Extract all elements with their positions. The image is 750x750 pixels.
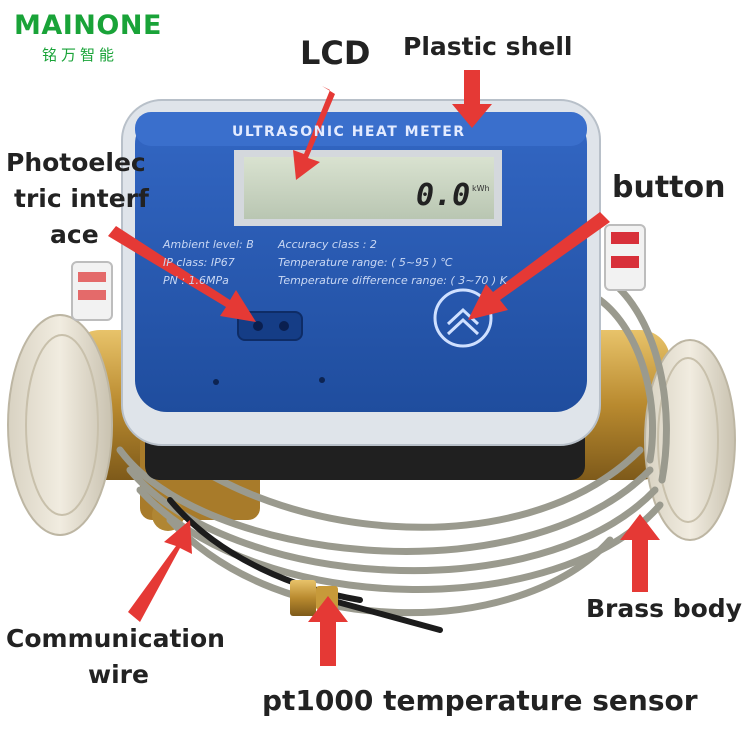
arrow-pt1000 [308, 596, 348, 666]
callout-communication-1: Communication [6, 624, 225, 653]
arrow-communication [128, 520, 192, 622]
arrow-lcd [293, 86, 335, 180]
callout-photoelectric-1: Photoelec [6, 148, 146, 177]
lcd-reading: 0.0 [416, 178, 471, 213]
temperature-difference-text: Temperature difference range: ( 3~70 ) K [278, 274, 507, 287]
ip-class-text: IP class: IP67 [163, 256, 235, 269]
button-symbol [433, 288, 493, 348]
arrow-brass-body [620, 514, 660, 592]
panel-title: ULTRASONIC HEAT METER [232, 124, 466, 140]
callout-plastic-shell: Plastic shell [403, 32, 573, 61]
brand-subtitle: 铭万智能 [42, 46, 119, 64]
screw-dot-left [213, 379, 219, 385]
right-connector [604, 224, 646, 291]
left-end-cap [7, 314, 113, 536]
lcd-unit: kWh [472, 184, 490, 193]
brand-logo: MAINONE [14, 10, 162, 41]
callout-photoelectric-3: ace [50, 220, 99, 249]
right-end-cap [644, 339, 736, 541]
left-connector [71, 261, 113, 321]
arrow-button [468, 212, 610, 320]
callout-button: button [612, 170, 726, 205]
accuracy-class-text: Accuracy class : 2 [278, 238, 377, 251]
callout-lcd: LCD [300, 34, 371, 72]
callout-photoelectric-2: tric interf [14, 184, 149, 213]
screw-dot-right [319, 377, 325, 383]
arrow-photoelectric [108, 226, 256, 322]
ambient-level-text: Ambient level: B [163, 238, 254, 251]
pressure-text: PN : 1.6MPa [163, 274, 229, 287]
callout-brass-body: Brass body [586, 594, 742, 623]
callout-communication-2: wire [88, 660, 149, 689]
lcd-window [234, 150, 502, 226]
arrow-plastic-shell [452, 70, 492, 128]
callout-pt1000: pt1000 temperature sensor [262, 684, 698, 717]
temperature-range-text: Temperature range: ( 5~95 ) ℃ [278, 256, 453, 269]
